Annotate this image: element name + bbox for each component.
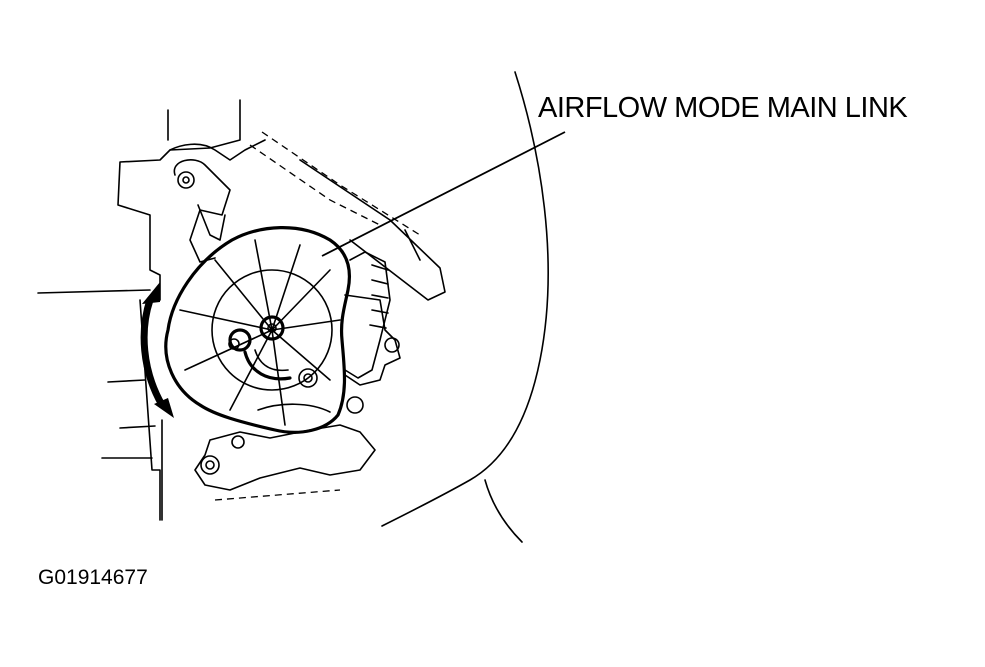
- pivot-lower-center: [303, 373, 313, 383]
- rotation-arrow-icon: [140, 296, 166, 409]
- cam-pin-left-icon: [228, 328, 252, 352]
- main-link-inner-ring: [211, 269, 333, 391]
- main-link-spokes: [179, 239, 341, 426]
- upper-arm: [197, 204, 226, 241]
- pivot-left-icon: [228, 338, 240, 350]
- actuator-ribs: [369, 264, 389, 329]
- lower-bracket: [194, 424, 376, 491]
- upper-bolt-icon: [177, 171, 195, 189]
- lower-slot: [257, 403, 331, 413]
- pivot-lower-icon: [298, 368, 318, 388]
- actuator-bolt-icon: [384, 337, 400, 353]
- callout-leader-line: [321, 131, 566, 257]
- right-lower-bolt-icon: [346, 396, 364, 414]
- lower-bolt-icon: [200, 455, 220, 475]
- upper-bracket: [173, 159, 231, 263]
- cam-slot: [243, 350, 292, 381]
- housing-lower-edge: [484, 479, 523, 543]
- rotation-arrow-head-bottom: [154, 398, 174, 418]
- lower-bolt-center: [205, 460, 215, 470]
- actuator-body: [344, 294, 401, 386]
- cam-slot-inner: [254, 349, 289, 372]
- unit-body-left: [117, 99, 241, 521]
- duct-bracket: [299, 159, 446, 301]
- right-linkage: [344, 251, 391, 379]
- rotation-arrow-head-top: [142, 282, 160, 304]
- callout-label: AIRFLOW MODE MAIN LINK: [538, 92, 908, 124]
- lower-pin-icon: [231, 435, 245, 449]
- lower-dashed-line: [214, 489, 341, 501]
- airflow-mode-main-link: [164, 226, 352, 434]
- duct-dashed-top: [249, 131, 421, 236]
- frame-vertical: [161, 109, 169, 521]
- figure-id: G01914677: [38, 566, 148, 589]
- main-link-hub-icon: [259, 315, 285, 341]
- housing-outline-right: [381, 71, 549, 527]
- unit-body-top: [169, 139, 266, 161]
- left-leader-lines: [37, 289, 156, 459]
- upper-bolt-center: [182, 176, 190, 184]
- main-link-hub-center: [267, 323, 277, 333]
